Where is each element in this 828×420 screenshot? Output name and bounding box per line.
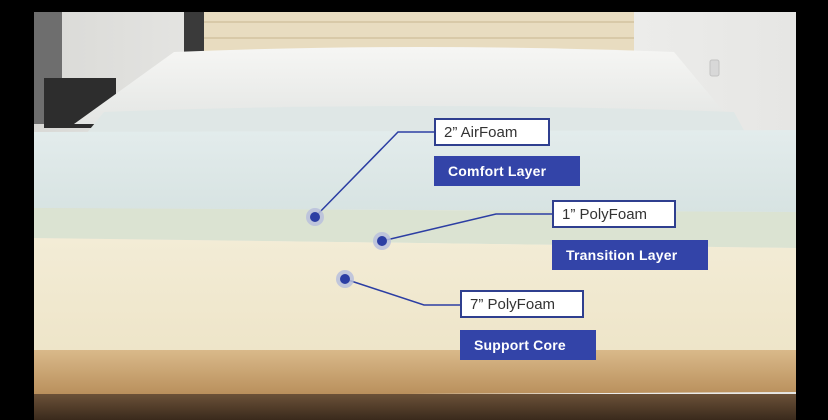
bed-frame — [34, 350, 796, 396]
marker-dot-support — [340, 274, 350, 284]
wall-outlet — [709, 59, 720, 77]
layer-tag-support: Support Core — [460, 330, 596, 360]
floor — [34, 394, 796, 420]
connector-line-transition — [381, 213, 554, 242]
material-label-airfoam: 2” AirFoam — [434, 118, 550, 146]
comfort-layer-foam — [34, 130, 796, 212]
dark-object — [184, 12, 206, 52]
mattress-photo: 2” AirFoam Comfort Layer 1” PolyFoam Tra… — [34, 12, 796, 420]
sheet-edge — [86, 106, 746, 134]
connector-line-comfort — [314, 131, 436, 218]
layer-markers — [306, 208, 391, 288]
connector-lines — [314, 131, 554, 306]
marker-dot-comfort — [310, 212, 320, 222]
material-label-polyfoam-1: 1” PolyFoam — [552, 200, 676, 228]
marker-dot-transition — [377, 236, 387, 246]
mattress-illustration — [34, 12, 796, 420]
connector-line-support — [344, 278, 462, 306]
layer-tag-comfort: Comfort Layer — [434, 156, 580, 186]
layer-tag-transition: Transition Layer — [552, 240, 708, 270]
material-label-polyfoam-7: 7” PolyFoam — [460, 290, 584, 318]
bed-sheet — [74, 47, 734, 124]
